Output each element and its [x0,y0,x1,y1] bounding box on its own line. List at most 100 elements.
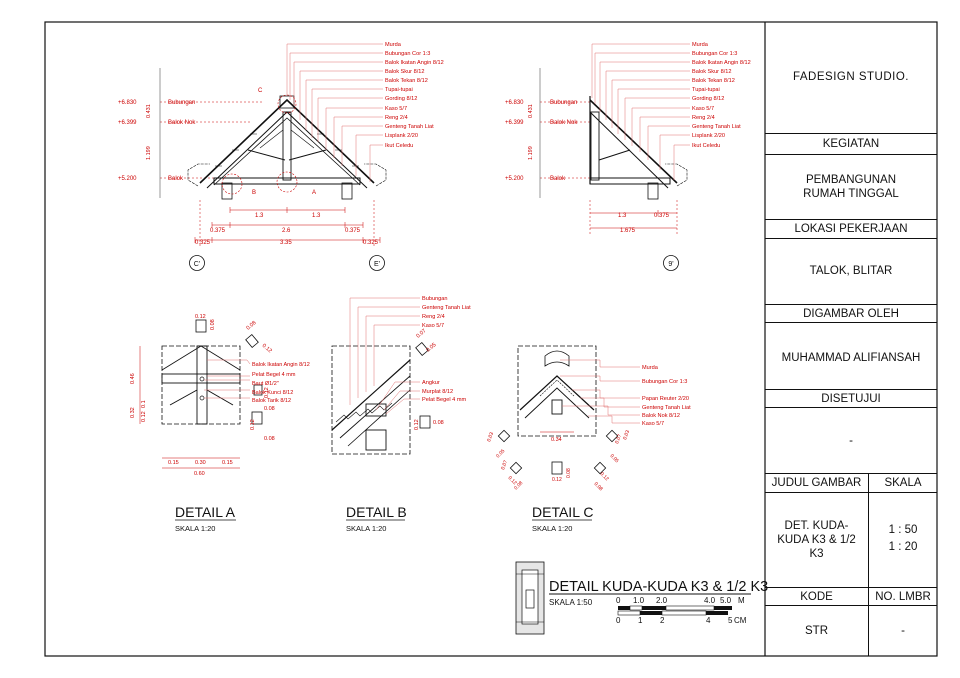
scale-top-5: 5.0 [720,596,732,605]
detc-dim-s4: 0.08 [513,480,524,491]
kegiatan-value: PEMBANGUNAN RUMAH TINGGAL [803,174,899,200]
grid-bubble-c: C' [194,261,200,268]
scale-bottom-1: 1 [638,616,643,625]
digambar-label: DIGAMBAR OLEH [803,308,899,320]
half-label-bubungan-cor: Bubungan Cor 1:3 [692,51,737,57]
deta-dim-012: 0.12 [141,411,147,422]
scale-top-4: 4.0 [704,596,716,605]
label-tupai-tupai: Tupai-tupai [385,87,413,93]
level-label-balok-nok: Balok Nok [168,120,196,126]
detc-dim-034: 0.34 [551,437,562,443]
skala-label: SKALA [884,477,922,489]
deta-label-ikatan-angin: Balok Ikatan Angin 8/12 [252,362,310,368]
detc-dim-s7: 0.12 [599,471,610,482]
scale-top-unit: M [738,596,745,605]
scale-bar-cm [617,610,728,616]
sheet-scale: SKALA 1:50 [549,598,593,607]
studio-name: FADESIGN STUDIO. [793,71,909,83]
dim-0375-left: 0.375 [210,228,226,234]
truss-half-k3-elevation: +6.830 +6.399 +5.200 Bubungan Balok Nok … [505,42,751,271]
level-base: +5.200 [118,176,137,182]
grid-bubble-9: 9' [668,261,673,268]
deta-dim-01: 0.1 [141,400,147,408]
detc-label-kaso: Kaso 5/7 [642,421,664,427]
scale-top-1: 1.0 [633,596,645,605]
label-gording: Gording 8/12 [385,96,417,102]
deta-dim-r008b: 0.08 [264,406,275,412]
detail-c-title: DETAIL C [532,504,593,520]
detb-label-kaso: Kaso 5/7 [422,323,444,329]
dim-1-3-left: 1.3 [255,213,264,219]
half-level-label-balok: Balok [550,176,566,182]
detb-label-reng: Reng 2/4 [422,314,445,320]
detc-label-papan-reuter: Papan Reuter 2/20 [642,396,689,402]
title-block-divider [868,473,869,656]
label-lisplank: Lisplank 2/20 [385,133,418,139]
digambar-value: MUHAMMAD ALIFIANSAH [781,352,921,364]
title-block: FADESIGN STUDIO. KEGIATAN PEMBANGUNAN RU… [765,22,937,656]
half-label-genteng: Genteng Tanah Liat [692,124,741,130]
detail-c-scale: SKALA 1:20 [532,524,572,533]
label-kaso: Kaso 5/7 [385,106,407,112]
kode-value: STR [805,625,828,637]
mark-c: C [258,88,263,94]
detail-c-drawing: 0.34 Murda Bubungan Cor 1:3 Papan Reuter… [486,345,691,492]
disetujui-label: DISETUJUI [821,393,881,405]
scale-bar [618,605,732,611]
half-dim-0375: 0.375 [654,213,670,219]
judul-label: JUDUL GAMBAR [771,477,862,489]
deta-dim-b015r: 0.15 [222,460,233,466]
half-label-balok-skur: Balok Skur 8/12 [692,69,732,75]
detb-label-genteng: Genteng Tanah Liat [422,305,471,311]
detb-dim-007: 0.07 [415,328,427,339]
half-label-ikut-celedu: Ikut Celedu [692,143,720,149]
half-level-mid: +6.399 [505,120,524,126]
half-label-balok-tekan: Balok Tekan 8/12 [692,78,735,84]
detb-dim-012: 0.12 [414,419,420,430]
lokasi-value: TALOK, BLITAR [809,265,893,277]
detc-dim-s11: 0.03 [622,429,631,440]
label-murda: Murda [385,42,402,48]
deta-dim-diag-012: 0.12 [261,343,273,354]
vdim-0431: 0.431 [146,104,152,118]
detc-label-genteng: Genteng Tanah Liat [642,405,691,411]
half-level-base: +5.200 [505,176,524,182]
kegiatan-label: KEGIATAN [822,138,880,150]
mark-a: A [312,190,316,196]
detc-dim-s6: 0.08 [566,468,572,478]
level-top: +6.830 [118,100,137,106]
detb-label-bubungan: Bubungan [422,296,448,302]
half-dim-1-3: 1.3 [618,213,627,219]
kode-label: KODE [800,590,833,603]
detc-dim-s2: 0.07 [500,459,509,470]
detb-dim-008: 0.08 [433,420,444,426]
label-balok-tekan: Balok Tekan 8/12 [385,78,428,84]
detc-dim-s1: 0.05 [495,448,506,459]
half-label-gording: Gording 8/12 [692,96,724,102]
detail-b-drawing: Bubungan Genteng Tanah Liat Reng 2/4 Kas… [331,296,471,455]
scale-bottom-2: 2 [660,616,665,625]
detb-dim-005: 0.05 [425,342,437,353]
skala-value-1: 1 : 50 [888,524,918,536]
lokasi-label: LOKASI PEKERJAAN [794,223,908,235]
detail-b-scale: SKALA 1:20 [346,524,386,533]
half-level-label-bubungan: Bubungan [550,100,577,106]
deta-label-pelat-begel: Pelat Begel 4 mm [252,372,296,378]
scale-bottom-unit: CM [734,616,747,625]
half-label-lisplank: Lisplank 2/20 [692,133,725,139]
detail-a-drawing: 0.12 0.08 0.08 0.12 0.46 0.32 0.12 0.1 0… [130,314,310,477]
half-vdim-0431: 0.431 [528,104,534,118]
dim-0325-right: 0.325 [363,240,379,246]
detc-label-murda: Murda [642,365,659,371]
detc-dim-s3: 0.12 [507,475,518,486]
level-label-bubungan: Bubungan [168,100,195,106]
label-balok-skur: Balok Skur 8/12 [385,69,425,75]
dim-0325-left: 0.325 [195,240,211,246]
dim-0375-right: 0.375 [345,228,361,234]
disetujui-value: - [849,435,853,447]
detb-label-angkur: Angkur [422,380,440,386]
label-genteng: Genteng Tanah Liat [385,124,434,130]
scale-bottom-0: 0 [616,616,621,625]
half-label-murda: Murda [692,42,709,48]
dim-3-35: 3.35 [280,240,292,246]
